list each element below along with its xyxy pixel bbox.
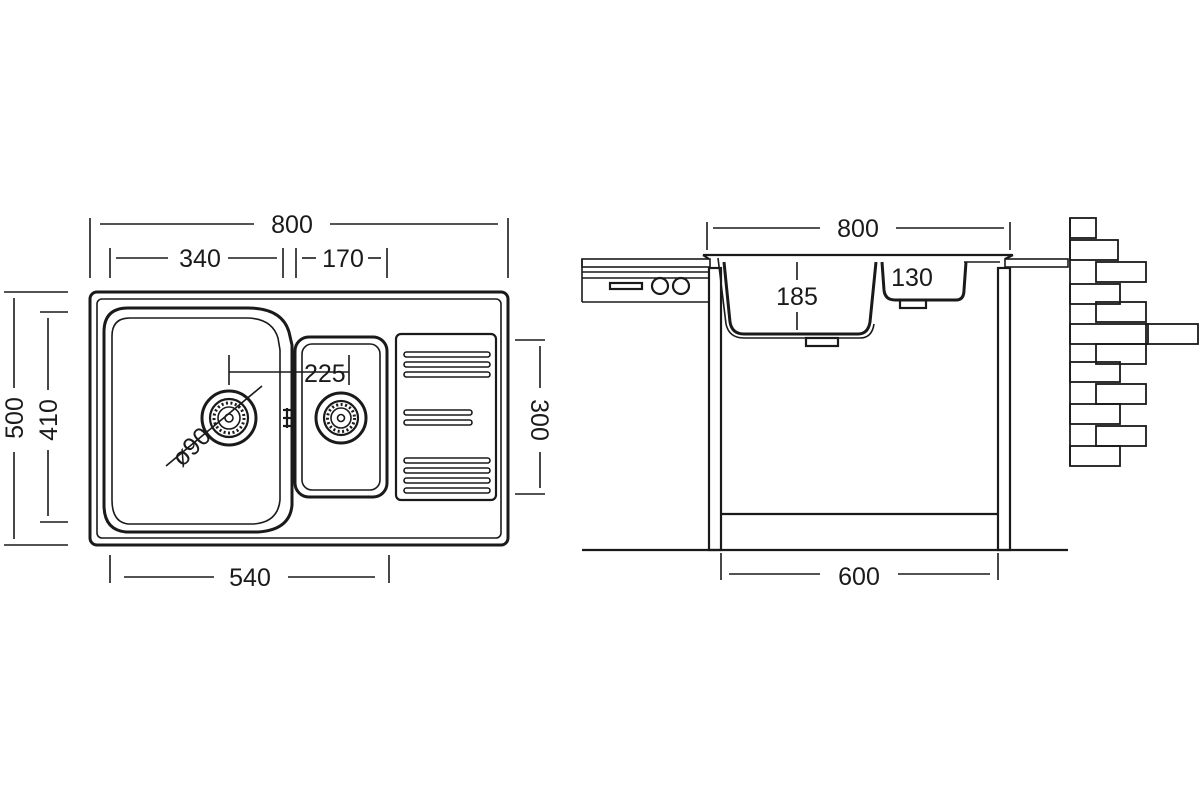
main-drain xyxy=(200,389,258,447)
brick xyxy=(1095,425,1147,447)
main-bowl xyxy=(102,306,294,534)
brick xyxy=(1069,239,1119,261)
sink-outline xyxy=(88,290,510,547)
brick xyxy=(1069,323,1149,345)
side-overall-width-dimension: 800 xyxy=(706,215,1011,250)
small-bowl-height-dimension: 130 xyxy=(891,264,933,292)
overall-width-dimension: 800 xyxy=(89,211,509,278)
bowl-depth-label: 410 xyxy=(35,399,63,441)
cabinet-width-dimension: 600 xyxy=(720,553,999,591)
knob-left xyxy=(650,276,670,296)
small-bowl-drain-stub xyxy=(898,298,928,310)
top-view: 225 ø90 800 340 170 xyxy=(1,211,553,592)
small-bowl-height-label: 130 xyxy=(891,264,933,292)
cabinet xyxy=(582,266,1068,552)
drain-grooves-middle xyxy=(403,409,473,426)
brick xyxy=(1069,217,1097,239)
brick xyxy=(1095,261,1147,283)
drain-spacing-label: 225 xyxy=(304,360,346,388)
drawer-front xyxy=(608,276,691,296)
side-overall-width-label: 800 xyxy=(837,215,879,243)
small-bowl-depth-dimension: 300 xyxy=(515,339,553,495)
countertop xyxy=(581,258,1069,303)
brick-wall xyxy=(1069,217,1199,467)
brick xyxy=(1069,403,1121,425)
side-view: 185 130 800 600 xyxy=(581,215,1199,591)
bowl-widths-dimension: 340 170 xyxy=(109,245,388,278)
overall-width-label: 800 xyxy=(271,211,313,239)
main-bowl-height-label: 185 xyxy=(776,283,818,311)
bowl-depth-dimension: 410 xyxy=(35,311,68,523)
main-bowl-drain-stub xyxy=(804,336,840,348)
small-bowl-depth-label: 300 xyxy=(525,399,553,441)
drain-spacing-dimension: 225 xyxy=(228,355,350,388)
brick xyxy=(1145,323,1199,345)
draining-board xyxy=(394,332,498,502)
overall-depth-label: 500 xyxy=(1,397,29,439)
drain-grooves-bottom xyxy=(403,457,491,494)
bottom-width-dimension: 540 xyxy=(109,555,390,592)
small-bowl-width-label: 170 xyxy=(322,245,364,273)
brick xyxy=(1069,283,1121,305)
small-bowl xyxy=(293,335,389,499)
drain-grooves-top xyxy=(403,351,491,378)
main-bowl-height-dimension: 185 xyxy=(776,262,818,330)
main-bowl-width-label: 340 xyxy=(179,245,221,273)
brick xyxy=(1095,383,1147,405)
cabinet-width-label: 600 xyxy=(838,563,880,591)
brick xyxy=(1095,301,1147,323)
brick xyxy=(1069,361,1121,383)
small-drain xyxy=(314,391,368,445)
overall-depth-dimension: 500 xyxy=(1,291,68,546)
brick xyxy=(1069,445,1121,467)
sink-profile xyxy=(702,253,1014,348)
knob-right xyxy=(671,276,691,296)
overflow-mark xyxy=(283,408,291,428)
brick xyxy=(1095,343,1147,365)
bottom-width-label: 540 xyxy=(229,564,271,592)
